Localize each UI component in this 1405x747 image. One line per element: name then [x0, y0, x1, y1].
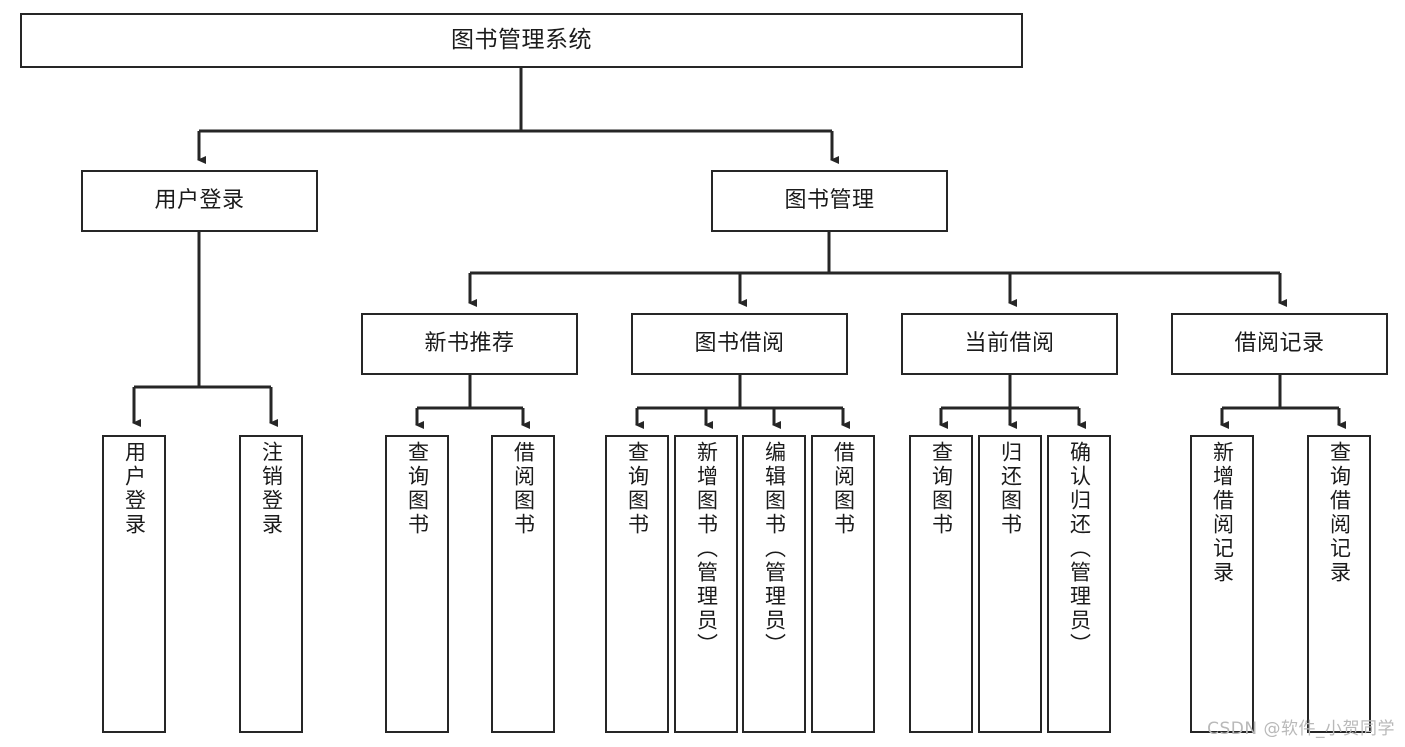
node-label: 图书管理系统 [451, 26, 592, 53]
node-label: 注销登录 [259, 441, 284, 537]
node-label: 借阅图书 [511, 441, 536, 537]
node-new-book-recommendation[interactable]: 新书推荐 [361, 313, 578, 375]
leaf-borrow-books-borrowing[interactable]: 借阅图书 [811, 435, 875, 733]
node-book-management[interactable]: 图书管理 [711, 170, 948, 232]
leaf-user-login[interactable]: 用户登录 [102, 435, 166, 733]
leaf-edit-book-admin[interactable]: 编辑图书（管理员） [742, 435, 806, 733]
node-label: 查询图书 [929, 441, 954, 537]
leaf-query-books-current[interactable]: 查询图书 [909, 435, 973, 733]
node-label: 编辑图书（管理员） [762, 441, 787, 657]
node-label: 归还图书 [998, 441, 1023, 537]
node-current-borrowing[interactable]: 当前借阅 [901, 313, 1118, 375]
node-label: 图书管理 [784, 187, 875, 213]
leaf-return-books[interactable]: 归还图书 [978, 435, 1042, 733]
leaf-borrow-books-recommendation[interactable]: 借阅图书 [491, 435, 555, 733]
node-label: 查询借阅记录 [1327, 441, 1352, 585]
node-label: 用户登录 [154, 187, 245, 213]
node-label: 确认归还（管理员） [1067, 441, 1092, 657]
node-label: 借阅记录 [1234, 330, 1325, 356]
csdn-watermark: CSDN @软件_小贺同学 [1207, 719, 1395, 739]
node-label: 当前借阅 [964, 330, 1055, 356]
leaf-add-book-admin[interactable]: 新增图书（管理员） [674, 435, 738, 733]
node-label: 新增借阅记录 [1210, 441, 1235, 585]
leaf-add-borrow-record[interactable]: 新增借阅记录 [1190, 435, 1254, 733]
node-book-borrowing[interactable]: 图书借阅 [631, 313, 848, 375]
leaf-query-borrow-record[interactable]: 查询借阅记录 [1307, 435, 1371, 733]
leaf-query-books-borrowing[interactable]: 查询图书 [605, 435, 669, 733]
node-label: 图书借阅 [694, 330, 785, 356]
node-label: 新增图书（管理员） [694, 441, 719, 657]
node-label: 新书推荐 [424, 330, 515, 356]
node-label: 用户登录 [122, 441, 147, 537]
node-user-login[interactable]: 用户登录 [81, 170, 318, 232]
leaf-logout[interactable]: 注销登录 [239, 435, 303, 733]
leaf-query-books-recommendation[interactable]: 查询图书 [385, 435, 449, 733]
leaf-confirm-return-admin[interactable]: 确认归还（管理员） [1047, 435, 1111, 733]
node-root[interactable]: 图书管理系统 [20, 13, 1023, 68]
node-label: 查询图书 [405, 441, 430, 537]
node-label: 查询图书 [625, 441, 650, 537]
node-label: 借阅图书 [831, 441, 856, 537]
node-borrow-records[interactable]: 借阅记录 [1171, 313, 1388, 375]
